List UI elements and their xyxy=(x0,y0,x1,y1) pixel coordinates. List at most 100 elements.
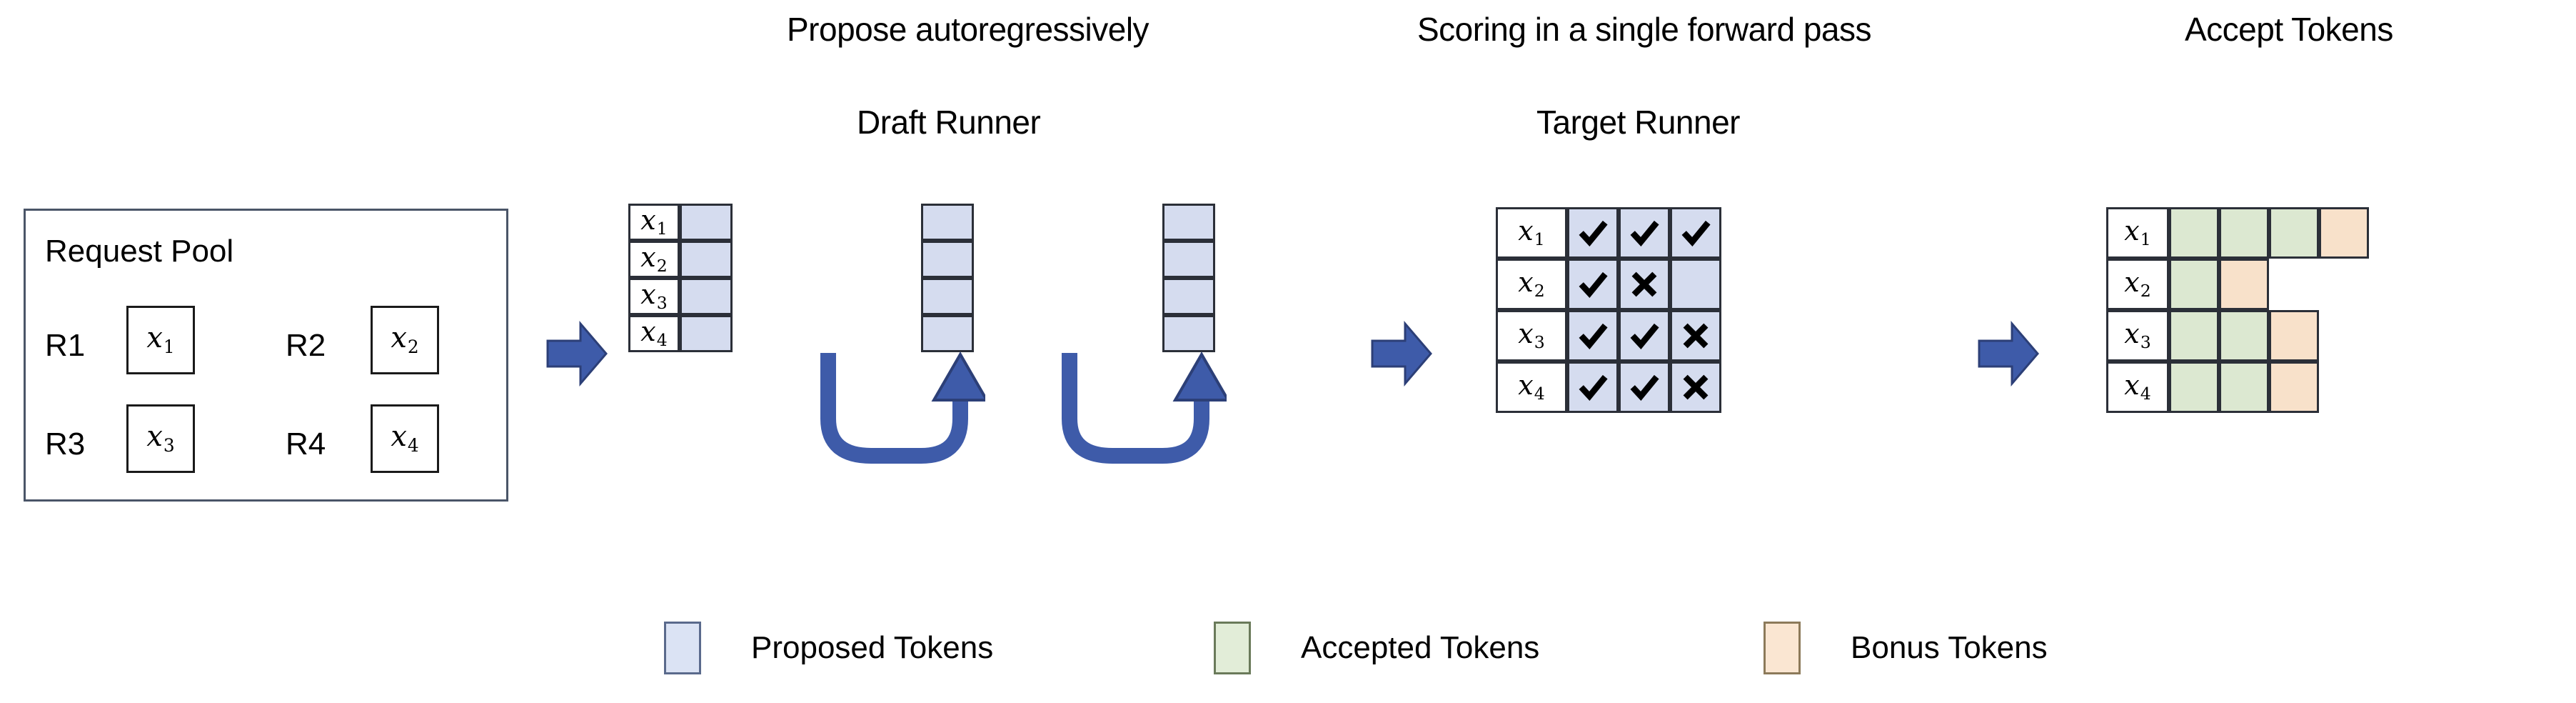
heading-accept-tokens: Accept Tokens xyxy=(2185,11,2393,48)
draft-cell-s2-r3 xyxy=(921,278,974,315)
target-row-label-2: x2 xyxy=(1496,259,1567,310)
target-cell-r4-c3 xyxy=(1670,362,1721,413)
legend-swatch-proposed-icon xyxy=(664,622,701,674)
legend-swatch-bonus-icon xyxy=(1764,622,1801,674)
legend-swatch-accepted-icon xyxy=(1214,622,1251,674)
draft-row-label-4: x4 xyxy=(628,315,680,352)
accept-cell-r1-c3 xyxy=(2269,207,2319,259)
accept-cell-r2-c1 xyxy=(2169,259,2219,310)
check-icon xyxy=(1630,374,1659,402)
right-block-arrow-icon xyxy=(1371,320,1432,387)
accept-row-label-3: x3 xyxy=(2106,310,2169,362)
request-label-r1: R1 xyxy=(45,328,86,363)
draft-row-label-3: x3 xyxy=(628,278,680,315)
accept-cell-r1-c2 xyxy=(2219,207,2269,259)
target-cell-r2-c2 xyxy=(1619,259,1670,310)
accept-cell-r3-c1 xyxy=(2169,310,2219,362)
check-icon xyxy=(1579,323,1608,350)
token-glyph: x2 xyxy=(391,321,419,357)
target-cell-r1-c1 xyxy=(1567,207,1619,259)
request-pool-title: Request Pool xyxy=(45,234,234,269)
accept-row-label-2: x2 xyxy=(2106,259,2169,310)
check-icon xyxy=(1630,220,1659,247)
target-cell-r1-c3 xyxy=(1670,207,1721,259)
target-row-label-3: x3 xyxy=(1496,310,1567,362)
draft-cell-s2-r1 xyxy=(921,204,974,241)
request-token-box-r2: x2 xyxy=(371,306,439,374)
check-icon xyxy=(1579,374,1608,402)
draft-cell-s3-r1 xyxy=(1162,204,1215,241)
target-row-label-4: x4 xyxy=(1496,362,1567,413)
target-cell-r3-c3 xyxy=(1670,310,1721,362)
check-icon xyxy=(1681,220,1711,247)
request-token-box-r1: x1 xyxy=(126,306,195,374)
u-turn-arrow-icon-1 xyxy=(820,352,985,464)
check-icon xyxy=(1579,271,1608,299)
token-glyph: x2 xyxy=(640,241,668,276)
legend-label-proposed: Proposed Tokens xyxy=(751,630,994,665)
accept-cell-r3-c3-bonus xyxy=(2269,310,2319,362)
legend-label-bonus: Bonus Tokens xyxy=(1851,630,2048,665)
target-cell-r3-c1 xyxy=(1567,310,1619,362)
request-token-box-r4: x4 xyxy=(371,404,439,473)
cross-icon xyxy=(1683,374,1709,400)
cross-icon xyxy=(1683,323,1709,349)
accept-cell-r4-c1 xyxy=(2169,362,2219,413)
legend-item-proposed: Proposed Tokens xyxy=(664,622,993,674)
label-draft-runner: Draft Runner xyxy=(857,104,1041,141)
token-glyph: x1 xyxy=(2124,215,2151,250)
request-token-box-r3: x3 xyxy=(126,404,195,473)
target-cell-r2-c3 xyxy=(1670,259,1721,310)
accept-cell-r3-c2 xyxy=(2219,310,2269,362)
accept-cell-r1-c4-bonus xyxy=(2319,207,2369,259)
token-glyph: x4 xyxy=(1518,369,1545,404)
token-glyph: x3 xyxy=(146,420,175,456)
draft-row-label-2: x2 xyxy=(628,241,680,278)
label-target-runner: Target Runner xyxy=(1536,104,1741,141)
token-glyph: x3 xyxy=(2124,318,2151,353)
draft-cell-s3-r4 xyxy=(1162,315,1215,352)
accept-cell-r4-c2 xyxy=(2219,362,2269,413)
accept-row-label-4: x4 xyxy=(2106,362,2169,413)
token-glyph: x4 xyxy=(391,420,419,456)
u-turn-arrow-icon-2 xyxy=(1062,352,1227,464)
token-glyph: x2 xyxy=(1518,266,1545,301)
token-glyph: x3 xyxy=(1518,318,1545,353)
check-icon xyxy=(1630,323,1659,350)
cross-icon xyxy=(1631,271,1657,297)
target-cell-r2-c1 xyxy=(1567,259,1619,310)
draft-cell-s2-r2 xyxy=(921,241,974,278)
draft-cell-s1-r1 xyxy=(680,204,733,241)
token-glyph: x4 xyxy=(640,316,668,351)
target-cell-r4-c1 xyxy=(1567,362,1619,413)
draft-cell-s1-r3 xyxy=(680,278,733,315)
draft-cell-s3-r2 xyxy=(1162,241,1215,278)
draft-cell-s1-r4 xyxy=(680,315,733,352)
right-block-arrow-icon xyxy=(546,320,608,387)
accept-cell-r1-c1 xyxy=(2169,207,2219,259)
token-glyph: x1 xyxy=(1518,215,1545,250)
legend-label-accepted: Accepted Tokens xyxy=(1301,630,1540,665)
target-cell-r1-c2 xyxy=(1619,207,1670,259)
draft-cell-s3-r3 xyxy=(1162,278,1215,315)
token-glyph: x1 xyxy=(640,204,668,239)
check-icon xyxy=(1579,220,1608,247)
heading-propose-autoregressively: Propose autoregressively xyxy=(787,11,1149,48)
accept-cell-r4-c3-bonus xyxy=(2269,362,2319,413)
target-cell-r3-c2 xyxy=(1619,310,1670,362)
target-cell-r4-c2 xyxy=(1619,362,1670,413)
right-block-arrow-icon xyxy=(1978,320,2039,387)
request-label-r4: R4 xyxy=(286,427,326,462)
token-glyph: x1 xyxy=(146,321,175,357)
token-glyph: x3 xyxy=(640,279,668,314)
token-glyph: x4 xyxy=(2124,369,2151,404)
target-row-label-1: x1 xyxy=(1496,207,1567,259)
draft-cell-s2-r4 xyxy=(921,315,974,352)
token-glyph: x2 xyxy=(2124,266,2151,301)
accept-row-label-1: x1 xyxy=(2106,207,2169,259)
draft-row-label-1: x1 xyxy=(628,204,680,241)
request-label-r3: R3 xyxy=(45,427,86,462)
draft-cell-s1-r2 xyxy=(680,241,733,278)
request-label-r2: R2 xyxy=(286,328,326,363)
